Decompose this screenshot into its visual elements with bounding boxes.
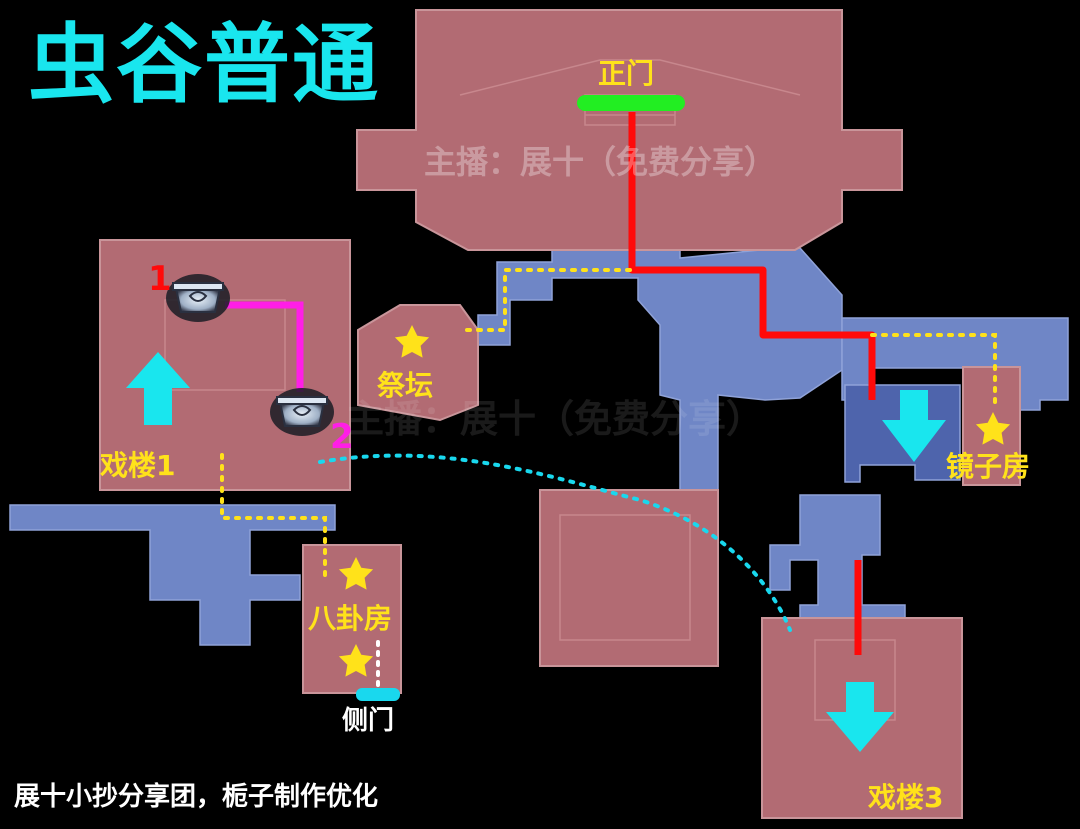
- star-icon: [975, 412, 1011, 445]
- side-gate-bar: [356, 688, 400, 701]
- label-side-gate: 侧门: [342, 706, 395, 736]
- arrow-up-stage1: [126, 352, 190, 425]
- star-icon: [394, 325, 430, 358]
- label-main-gate: 正门: [598, 57, 655, 90]
- label-stage1: 戏楼1: [100, 449, 176, 482]
- arrow-down-stage3: [826, 682, 894, 752]
- star-icon: [338, 557, 374, 590]
- credit-text: 展十小抄分享团，栀子制作优化: [14, 782, 379, 812]
- star-icons: [338, 325, 1011, 677]
- label-mirror-room: 镜子房: [946, 450, 1031, 483]
- route-magenta: [225, 301, 304, 392]
- corridors: [9, 241, 1069, 646]
- room-stage1: [99, 239, 351, 491]
- main-gate-bar: [577, 95, 685, 111]
- routes-yellow-dotted: [220, 268, 997, 580]
- chest-icon: [166, 274, 230, 322]
- watermark-faint: 主播：展十（免费分享）: [346, 397, 765, 441]
- label-altar: 祭坛: [377, 369, 434, 402]
- route-cyan-dotted: [318, 453, 792, 632]
- step-number-2: 2: [330, 417, 354, 457]
- room-altar: [357, 304, 479, 422]
- label-bagua-room: 八卦房: [308, 602, 393, 635]
- watermark: 主播：展十（免费分享）: [424, 143, 777, 181]
- label-stage3: 戏楼3: [868, 781, 944, 814]
- map-title: 虫谷普通: [28, 15, 380, 115]
- step-number-1: 1: [148, 259, 172, 299]
- chest-icon: [270, 388, 334, 436]
- corridor-top: [477, 241, 843, 491]
- star-icon: [338, 644, 374, 677]
- arrow-icon: [126, 352, 946, 752]
- arrow-down-mirror: [882, 390, 946, 462]
- corridor-left: [9, 504, 336, 646]
- room-center: [539, 489, 719, 667]
- route-red-main: [628, 112, 876, 400]
- corridor-right-tower: [769, 494, 906, 621]
